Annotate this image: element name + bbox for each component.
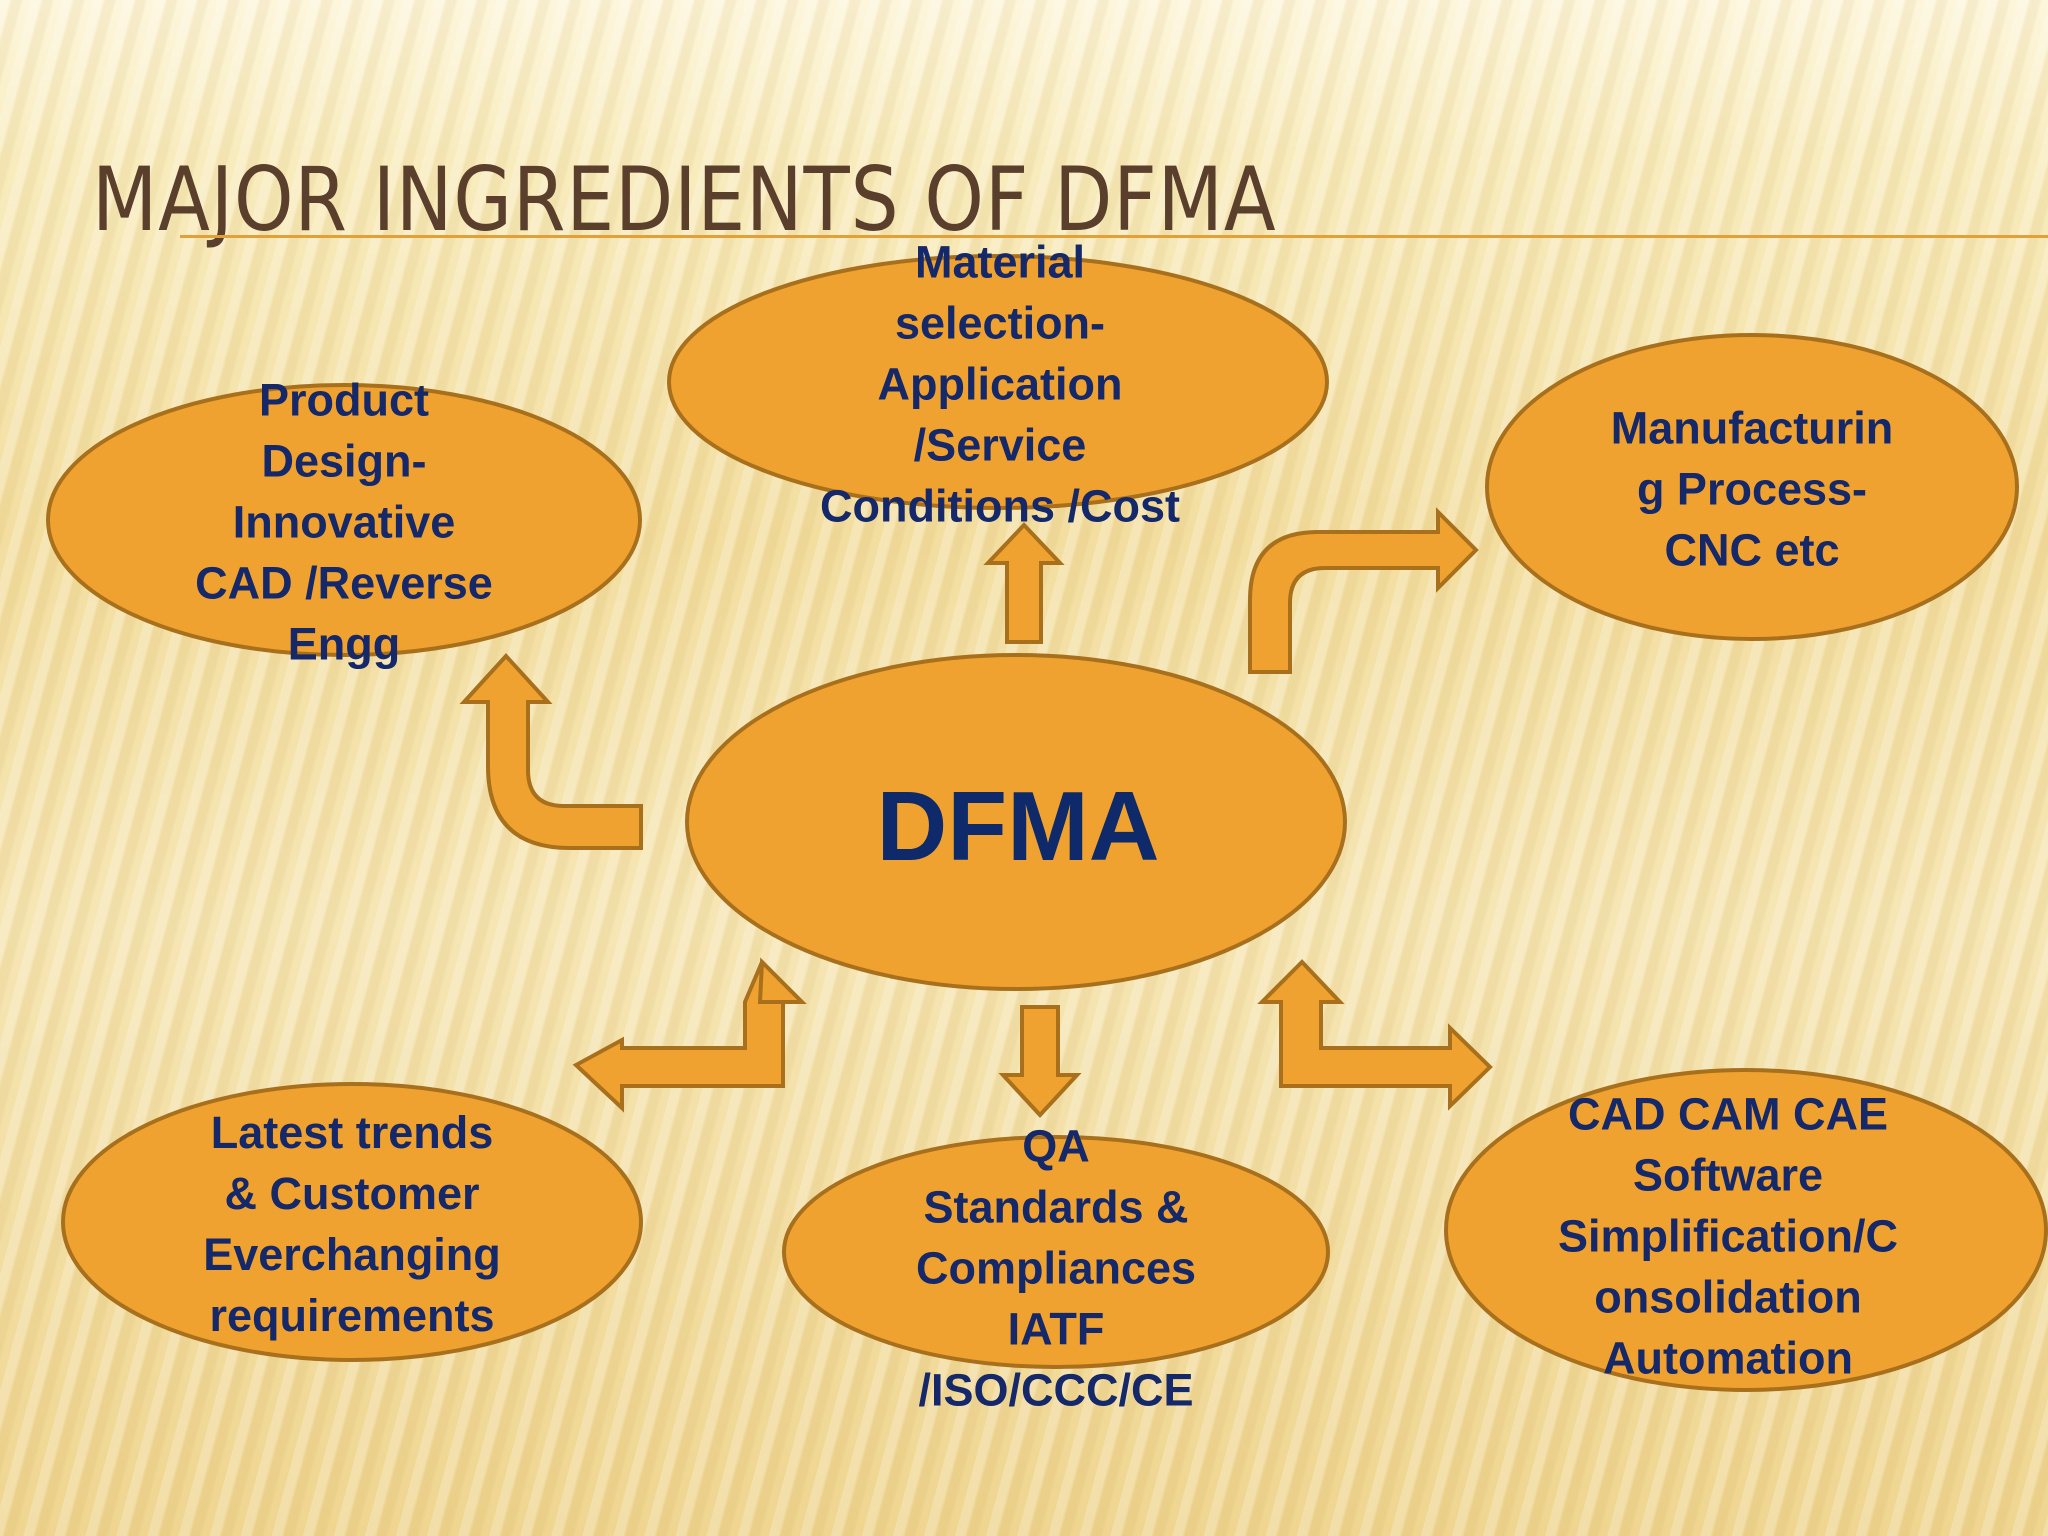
node-cad-cam: [1444, 1068, 2048, 1392]
label-manufacturing: Manufacturin g Process- CNC etc: [1610, 402, 1894, 576]
label-cad-cam: CAD CAM CAE Software Simplification/C on…: [1557, 1088, 1899, 1384]
title-underline: [180, 235, 2048, 238]
node-manufacturing: [1485, 333, 2019, 641]
arrow-to-latest-trends: [572, 957, 807, 1113]
label-material: Material selection- Application /Service…: [820, 236, 1180, 532]
node-qa: [782, 1135, 1330, 1369]
slide-title: MAJOR INGREDIENTS OF DFMA: [92, 148, 1277, 251]
arrow-to-manufacturing: [1248, 507, 1479, 674]
node-material: [667, 254, 1329, 510]
arrow-to-product-design: [459, 653, 643, 850]
arrow-to-cad-cam: [1257, 959, 1493, 1111]
node-latest-trends: [61, 1082, 643, 1362]
node-product-design: [46, 383, 642, 657]
label-product-design: Product Design- Innovative CAD /Reverse …: [195, 374, 493, 670]
label-center: DFMA: [876, 771, 1160, 881]
arrow-to-qa: [998, 1005, 1082, 1118]
arrow-to-material: [983, 522, 1065, 644]
label-latest-trends: Latest trends & Customer Everchanging re…: [203, 1107, 501, 1341]
label-qa: QA Standards & Compliances IATF /ISO/CCC…: [915, 1120, 1197, 1416]
node-center: [685, 653, 1347, 991]
